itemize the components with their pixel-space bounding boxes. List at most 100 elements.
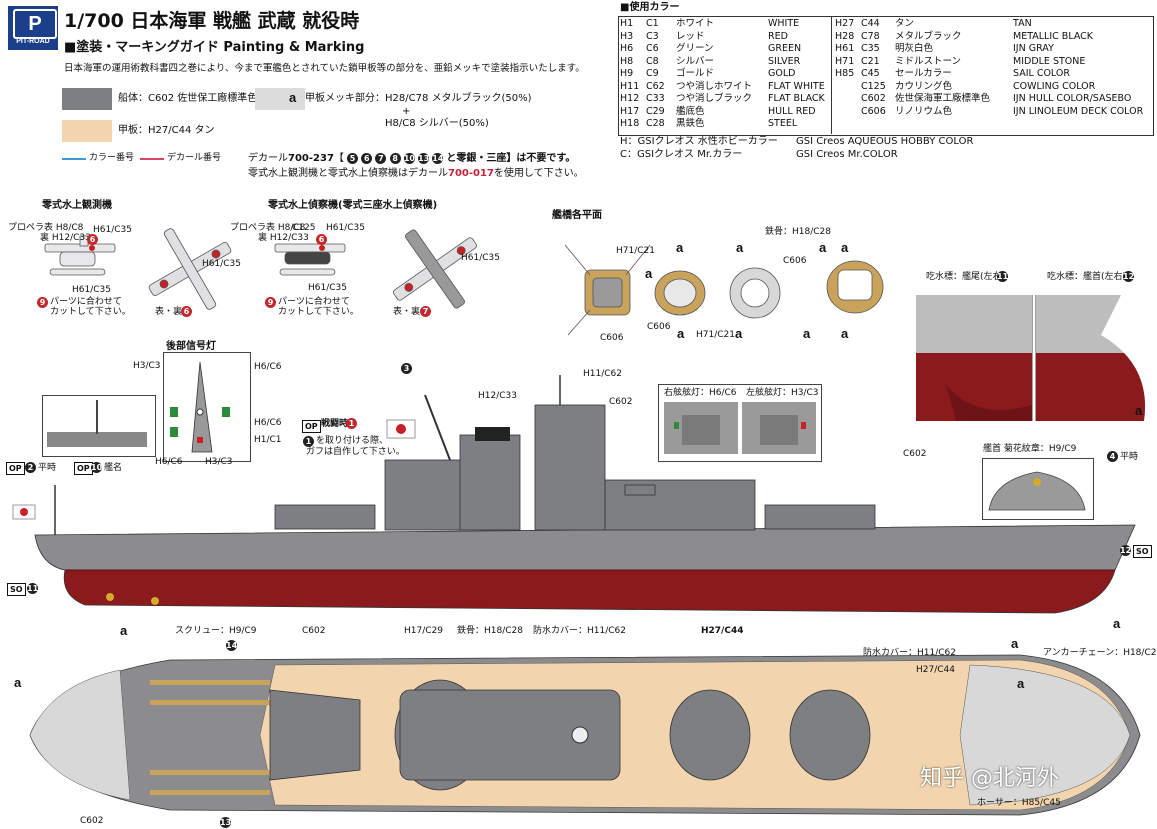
color-cell: IJN HULL COLOR/SASEBO bbox=[1013, 93, 1132, 104]
color-cell: 明灰白色 bbox=[895, 43, 934, 54]
battle-note-num: 1 bbox=[303, 436, 314, 447]
color-cell: C35 bbox=[861, 43, 880, 54]
color-cell: C1 bbox=[646, 18, 659, 29]
navigation-lights-drawing bbox=[664, 402, 816, 454]
color-cell: シルバー bbox=[676, 55, 715, 67]
stern-h6-a: H6/C6 bbox=[254, 362, 282, 372]
bridge-a-2: a bbox=[736, 240, 744, 255]
color-cell: セールカラー bbox=[895, 68, 952, 79]
color-cell: GOLD bbox=[768, 68, 796, 79]
color-cell: C21 bbox=[861, 55, 880, 67]
so-badge-bow: SO bbox=[1133, 545, 1152, 558]
plan-chain: アンカーチェーン：H18/C28 bbox=[1043, 648, 1157, 658]
color-cell: 佐世保海軍工廠標準色 bbox=[895, 93, 991, 104]
bridge-h71-1: H71/C21 bbox=[616, 246, 655, 256]
hull-red-label: H17/C29 bbox=[404, 626, 443, 636]
ac1-h61-c: H61/C35 bbox=[72, 285, 111, 295]
stern-h3: H3/C3 bbox=[133, 361, 161, 371]
plan-cover-2: 防水カバー：H11/C62 bbox=[863, 648, 956, 658]
ship-name-label: 艦名 bbox=[104, 463, 123, 473]
plan-h27-b: H27/C44 bbox=[916, 665, 955, 675]
bridge-a-8: a bbox=[803, 326, 811, 341]
plan-hose: ホーサー：H85/C45 bbox=[977, 798, 1061, 808]
decal-number-line bbox=[140, 158, 164, 160]
color-cell: C6 bbox=[646, 43, 659, 54]
plan-decal-13: 13 bbox=[220, 817, 232, 828]
stern-draft-11: 11 bbox=[27, 583, 39, 594]
color-cell: C125 bbox=[861, 80, 886, 92]
aircraft2-title: 零式水上偵察機(零式三座水上偵察機) bbox=[268, 200, 438, 211]
color-cell bbox=[835, 106, 861, 119]
bridge-c606-1: C606 bbox=[600, 333, 624, 343]
plan-h27: H27/C44 bbox=[701, 626, 744, 636]
color-cell: グリーン bbox=[676, 43, 714, 54]
bridge-a-5: a bbox=[645, 266, 653, 281]
color-cell: C29 bbox=[646, 105, 665, 117]
color-cell: レッド bbox=[676, 30, 705, 42]
color-cell: 黒鉄色 bbox=[676, 118, 705, 129]
aircraft1-title: 零式水上観測機 bbox=[42, 200, 112, 211]
stern-h6-b: H6/C6 bbox=[254, 418, 282, 428]
color-cell: C606 bbox=[861, 105, 886, 117]
ac1-both-sides: 表・裏 bbox=[155, 307, 183, 317]
color-cell: ホワイト bbox=[676, 18, 715, 29]
decal-num: 6 bbox=[361, 153, 373, 164]
op-badge-peace: OP bbox=[6, 462, 25, 475]
side-h12: H12/C33 bbox=[478, 391, 517, 401]
colors-note-h: H：GSIクレオス 水性ホビーカラー bbox=[620, 136, 778, 147]
colors-table-divider bbox=[831, 16, 832, 134]
battle-note-2: ガフは自作して下さい。 bbox=[306, 447, 405, 457]
color-number-line bbox=[62, 158, 86, 160]
bridge-a-1: a bbox=[676, 240, 684, 255]
ac2-both-sides: 表・裏 bbox=[393, 307, 421, 317]
chrysanthemum-drawing bbox=[988, 471, 1086, 511]
ac1-prop-back: 裏 H12/C33 bbox=[40, 233, 91, 243]
plan-a-2: a bbox=[14, 675, 22, 690]
color-cell: WHITE bbox=[768, 18, 800, 29]
left-light-label: 左舷舷灯：H3/C3 bbox=[746, 388, 819, 398]
color-cell: METALLIC BLACK bbox=[1013, 30, 1094, 42]
color-cell: H6 bbox=[620, 43, 634, 54]
ship-plan-view bbox=[29, 654, 1141, 816]
draft-bow-num: 12 bbox=[1123, 271, 1135, 282]
decal-note-prefix: デカール bbox=[248, 153, 288, 164]
stern-h6-c: H6/C6 bbox=[155, 457, 183, 467]
ac2-decal-7: 7 bbox=[420, 306, 431, 317]
color-cell: H11 bbox=[620, 80, 640, 92]
ac2-cut-note1: パーツに合わせて bbox=[278, 297, 350, 307]
bridge-h71-2: H71/C21 bbox=[696, 330, 735, 340]
color-cell: SAIL COLOR bbox=[1013, 68, 1070, 79]
color-row: C602 佐世保海軍工廠標準色 IJN HULL COLOR/SASEBO bbox=[835, 93, 1143, 106]
side-c602-b: C602 bbox=[903, 449, 927, 459]
colors-note-h-en: GSI Creos AQUEOUS HOBBY COLOR bbox=[796, 136, 974, 147]
ship-side-view bbox=[12, 375, 1136, 614]
bridge-a-7: a bbox=[735, 326, 743, 341]
color-cell: HULL RED bbox=[768, 105, 816, 117]
peace2-decal-4: 4 bbox=[1107, 451, 1118, 462]
legend-deck-plating2: H8/C8 シルバー(50%) bbox=[385, 118, 489, 129]
side-h11: H11/C62 bbox=[583, 369, 622, 379]
color-cell: C33 bbox=[646, 93, 665, 104]
ac2-h61-a: H61/C35 bbox=[326, 223, 365, 233]
color-cell: H3 bbox=[620, 30, 634, 42]
color-cell: つや消しホワイト bbox=[676, 80, 753, 92]
ac1-h61-b: H61/C35 bbox=[202, 259, 241, 269]
legend-a-mark: a bbox=[289, 90, 297, 105]
color-cell: ミドルストーン bbox=[895, 55, 962, 67]
stern-h1: H1/C1 bbox=[254, 435, 282, 445]
ac1-h61-a: H61/C35 bbox=[93, 225, 132, 235]
color-cell: H85 bbox=[835, 68, 855, 79]
color-cell: カウリング色 bbox=[895, 80, 953, 92]
color-cell: C602 bbox=[861, 93, 886, 104]
color-row: C125 カウリング色 COWLING COLOR bbox=[835, 81, 1143, 94]
draft-bow-label: 吃水標：艦首(左右) bbox=[1047, 272, 1127, 282]
chrysanthemum-label: 艦首 菊花紋章：H9/C9 bbox=[983, 444, 1077, 454]
color-cell: FLAT WHITE bbox=[768, 80, 825, 92]
decal-num: 10 bbox=[403, 153, 415, 164]
decal-note-suffix: と零銀・三座】は不要です。 bbox=[446, 153, 576, 164]
color-cell: COWLING COLOR bbox=[1013, 80, 1096, 92]
